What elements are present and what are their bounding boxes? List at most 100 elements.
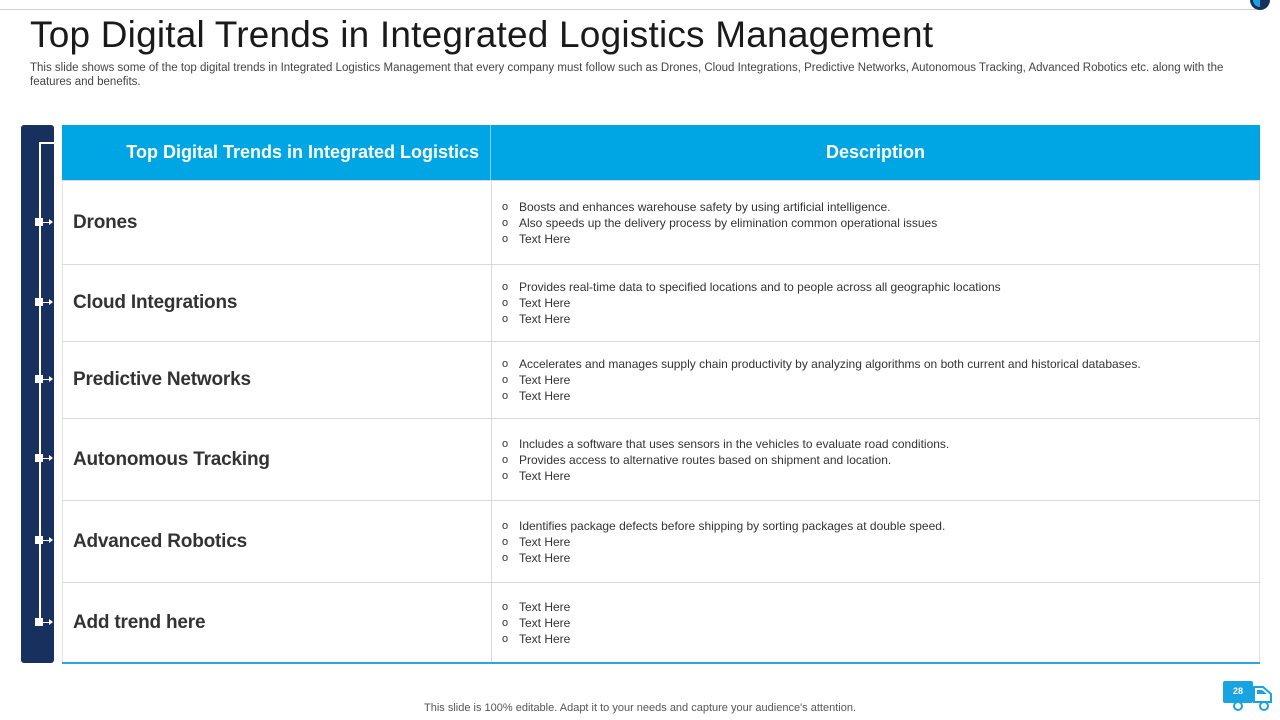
bullet-icon: o bbox=[502, 535, 509, 548]
timeline-node-icon bbox=[35, 218, 43, 226]
bullet-text: Accelerates and manages supply chain pro… bbox=[519, 357, 1141, 371]
timeline-arrow-icon bbox=[49, 219, 53, 225]
bullet-text: Text Here bbox=[519, 631, 571, 646]
bullet-text: Includes a software that uses sensors in… bbox=[519, 436, 950, 451]
timeline-arrow-icon bbox=[49, 376, 53, 382]
truck-wheel-icon bbox=[1259, 701, 1269, 711]
bullet-icon: o bbox=[502, 297, 509, 309]
bullet-icon: o bbox=[502, 600, 509, 613]
timeline-line bbox=[39, 142, 41, 624]
table-row: Advanced Robotics o Identifies package de… bbox=[62, 500, 1260, 582]
timeline-node-icon bbox=[35, 375, 43, 383]
bullet-text: Text Here bbox=[519, 534, 571, 549]
timeline-arrow-icon bbox=[49, 537, 53, 543]
bullet-icon: o bbox=[502, 200, 509, 213]
list-item: o Provides access to alternative routes b… bbox=[502, 452, 1259, 468]
header-trend: Top Digital Trends in Integrated Logisti… bbox=[62, 125, 491, 180]
table-row: Predictive Networks o Accelerates and man… bbox=[62, 341, 1260, 418]
list-item: o Text Here bbox=[502, 534, 1259, 550]
trend-description: o Includes a software that uses sensors i… bbox=[492, 419, 1259, 500]
bullet-icon: o bbox=[502, 551, 509, 564]
bullet-text: Also speeds up the delivery process by e… bbox=[519, 215, 938, 230]
bullet-icon: o bbox=[502, 374, 509, 386]
bullet-text: Text Here bbox=[519, 312, 571, 326]
bullet-icon: o bbox=[502, 390, 509, 402]
bullet-text: Identifies package defects before shippi… bbox=[519, 518, 946, 533]
bullet-icon: o bbox=[502, 453, 509, 466]
trend-name: Cloud Integrations bbox=[63, 265, 492, 341]
list-item: o Identifies package defects before shipp… bbox=[502, 518, 1259, 534]
list-item: o Text Here bbox=[502, 468, 1259, 484]
trend-name: Drones bbox=[63, 181, 492, 264]
trends-table: Top Digital Trends in Integrated Logisti… bbox=[62, 125, 1260, 664]
footer-note: This slide is 100% editable. Adapt it to… bbox=[424, 702, 856, 714]
truck-wheel-icon bbox=[1233, 701, 1243, 711]
bullet-icon: o bbox=[502, 216, 509, 229]
trend-name: Advanced Robotics bbox=[63, 501, 492, 582]
timeline-connector bbox=[43, 222, 51, 223]
list-item: o Text Here bbox=[502, 388, 1259, 404]
bullet-text: Text Here bbox=[519, 231, 571, 246]
top-rule bbox=[0, 9, 1256, 10]
list-item: o Boosts and enhances warehouse safety by… bbox=[502, 199, 1259, 215]
timeline-node-icon bbox=[35, 454, 43, 462]
bullet-text: Text Here bbox=[519, 389, 571, 403]
bullet-icon: o bbox=[502, 281, 509, 293]
timeline-arrow-icon bbox=[49, 455, 53, 461]
timeline-connector bbox=[43, 458, 51, 459]
bullet-icon: o bbox=[502, 437, 509, 450]
list-item: o Includes a software that uses sensors i… bbox=[502, 436, 1259, 452]
bullet-icon: o bbox=[502, 313, 509, 325]
timeline-node-icon bbox=[35, 618, 43, 626]
timeline-cap bbox=[39, 142, 54, 144]
bullet-text: Text Here bbox=[519, 373, 571, 387]
bullet-text: Boosts and enhances warehouse safety by … bbox=[519, 199, 891, 214]
bullet-text: Provides real-time data to specified loc… bbox=[519, 280, 1001, 294]
timeline-connector bbox=[43, 540, 51, 541]
table-row: Cloud Integrations o Provides real-time d… bbox=[62, 264, 1260, 341]
list-item: o Text Here bbox=[502, 372, 1259, 388]
trend-name: Predictive Networks bbox=[63, 342, 492, 418]
header-description: Description bbox=[825, 142, 926, 162]
bullet-icon: o bbox=[502, 616, 509, 629]
trend-description: o Boosts and enhances warehouse safety by… bbox=[492, 181, 1259, 264]
list-item: o Accelerates and manages supply chain pr… bbox=[502, 356, 1259, 372]
bullet-icon: o bbox=[502, 469, 509, 482]
page-number: 28 bbox=[1232, 686, 1243, 696]
delivery-truck-icon bbox=[1223, 681, 1253, 703]
table-row: Drones o Boosts and enhances warehouse sa… bbox=[62, 180, 1260, 264]
bullet-icon: o bbox=[502, 358, 509, 370]
timeline-connector bbox=[43, 622, 51, 623]
timeline-connector bbox=[43, 302, 51, 303]
list-item: o Text Here bbox=[502, 231, 1259, 247]
bullet-text: Provides access to alternative routes ba… bbox=[519, 452, 892, 467]
trend-description: o Accelerates and manages supply chain pr… bbox=[492, 342, 1259, 418]
trend-description: o Provides real-time data to specified lo… bbox=[492, 265, 1259, 341]
trend-name: Add trend here bbox=[63, 583, 492, 662]
list-item: o Text Here bbox=[502, 599, 1259, 615]
truck-cab-icon bbox=[1253, 686, 1272, 703]
page-title: Top Digital Trends in Integrated Logisti… bbox=[30, 14, 934, 55]
timeline-arrow-icon bbox=[49, 299, 53, 305]
bullet-icon: o bbox=[502, 519, 509, 532]
bullet-text: Text Here bbox=[519, 468, 571, 483]
timeline-node-icon bbox=[35, 536, 43, 544]
list-item: o Also speeds up the delivery process by … bbox=[502, 215, 1259, 231]
bullet-icon: o bbox=[502, 632, 509, 645]
list-item: o Provides real-time data to specified lo… bbox=[502, 279, 1259, 295]
bullet-text: Text Here bbox=[519, 599, 571, 614]
circle-corner-icon bbox=[1250, 0, 1270, 10]
timeline-bar bbox=[21, 125, 54, 663]
timeline-arrow-icon bbox=[49, 619, 53, 625]
timeline-node-icon bbox=[35, 298, 43, 306]
list-item: o Text Here bbox=[502, 311, 1259, 327]
trend-description: o Identifies package defects before shipp… bbox=[492, 501, 1259, 582]
bullet-icon: o bbox=[502, 232, 509, 245]
list-item: o Text Here bbox=[502, 631, 1259, 647]
